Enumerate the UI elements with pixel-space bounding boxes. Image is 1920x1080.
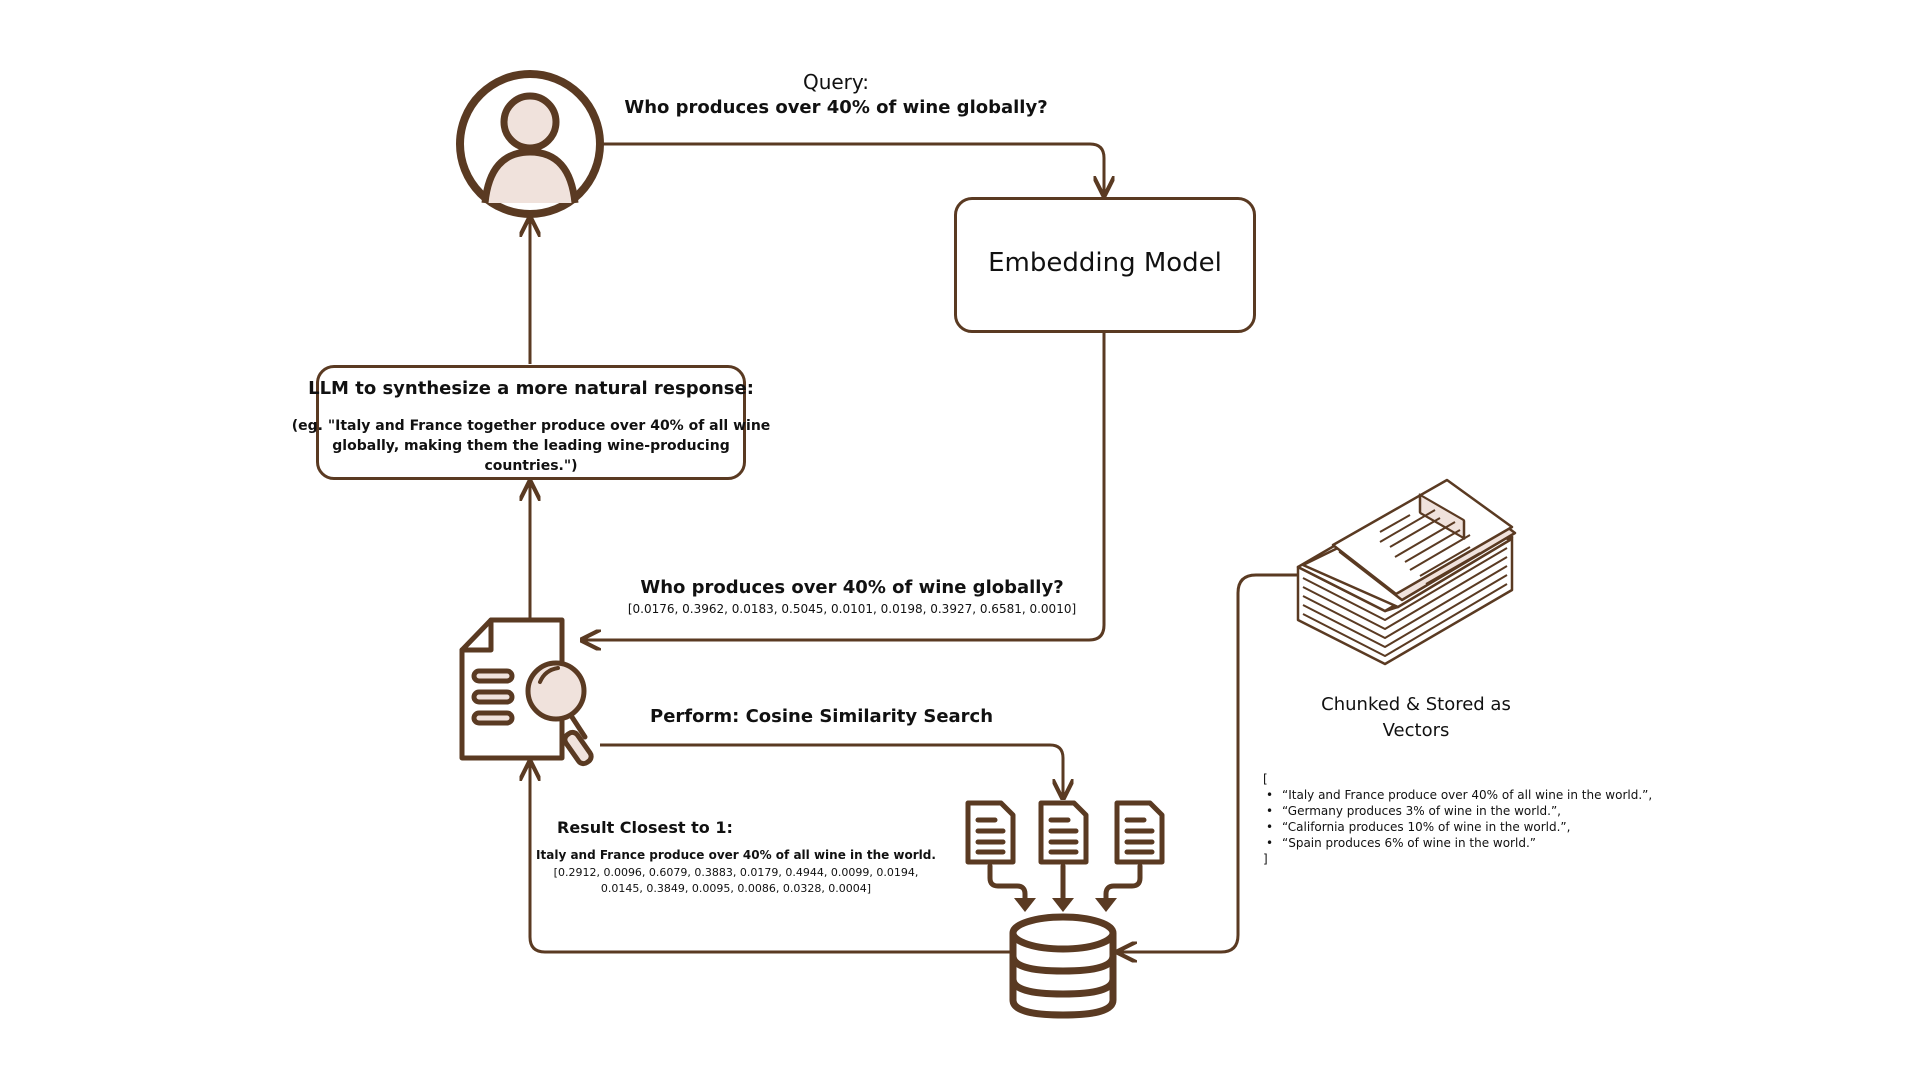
document-icon xyxy=(1038,800,1089,865)
chunks-open-bracket: [ xyxy=(1263,772,1268,786)
llm-example-line3: countries.") xyxy=(484,458,578,474)
doc1-to-database-arrow xyxy=(987,863,1028,903)
chunk-bullet: • xyxy=(1266,836,1274,850)
result-title: Result Closest to 1: xyxy=(557,818,733,837)
result-vector-line2: 0.0145, 0.3849, 0.0095, 0.0086, 0.0328, … xyxy=(600,882,872,895)
llm-example-line1: (eg. "Italy and France together produce … xyxy=(291,418,771,434)
llm-title: LLM to synthesize a more natural respons… xyxy=(308,378,754,399)
chunk-item: • “California produces 10% of wine in the… xyxy=(1266,820,1570,834)
user-to-embedding-connector xyxy=(597,142,1104,195)
document-icon xyxy=(1114,800,1165,865)
user-icon xyxy=(456,70,604,218)
stack-to-database-connector xyxy=(1118,573,1303,952)
chunk-text: “Italy and France produce over 40% of al… xyxy=(1282,788,1653,802)
chunk-bullet: • xyxy=(1266,820,1274,834)
storage-label-line2: Vectors xyxy=(1382,720,1450,741)
search-to-documents-connector xyxy=(600,743,1063,798)
document-icon xyxy=(965,800,1016,865)
result-vector-line1: [0.2912, 0.0096, 0.6079, 0.3883, 0.0179,… xyxy=(553,866,919,879)
paper-stack-icon xyxy=(1296,478,1517,666)
database-icon xyxy=(1009,913,1117,1019)
chunks-close-bracket: ] xyxy=(1263,852,1268,866)
chunk-bullet: • xyxy=(1266,788,1274,802)
embedding-model-label: Embedding Model xyxy=(988,248,1222,278)
query-vector-question: Who produces over 40% of wine globally? xyxy=(640,577,1064,598)
query-question: Who produces over 40% of wine globally? xyxy=(624,97,1048,118)
result-sentence: Italy and France produce over 40% of all… xyxy=(536,848,936,862)
embedding-model-box: Embedding Model xyxy=(954,197,1256,333)
llm-example-line2: globally, making them the leading wine-p… xyxy=(332,438,730,454)
chunk-text: “California produces 10% of wine in the … xyxy=(1282,820,1571,834)
chunk-bullet: • xyxy=(1266,804,1274,818)
query-vector-values: [0.0176, 0.3962, 0.0183, 0.5045, 0.0101,… xyxy=(627,602,1077,616)
arrow-heads xyxy=(1014,898,1117,912)
chunk-text: “Spain produces 6% of wine in the world.… xyxy=(1282,836,1536,850)
document-icons xyxy=(965,800,1165,865)
chunk-item: • “Spain produces 6% of wine in the world… xyxy=(1266,836,1536,850)
embedding-to-search-connector xyxy=(582,333,1106,640)
cosine-search-label: Perform: Cosine Similarity Search xyxy=(650,706,994,727)
chunk-text: “Germany produces 3% of wine in the worl… xyxy=(1282,804,1561,818)
doc3-to-database-arrow xyxy=(1103,863,1143,903)
chunk-item: • “Germany produces 3% of wine in the wor… xyxy=(1266,804,1561,818)
llm-box: LLM to synthesize a more natural respons… xyxy=(292,365,770,480)
document-search-icon xyxy=(459,617,594,767)
query-label: Query: xyxy=(802,70,870,94)
storage-label-line1: Chunked & Stored as xyxy=(1321,694,1511,715)
chunk-item: • “Italy and France produce over 40% of a… xyxy=(1266,788,1652,802)
database-to-search-connector xyxy=(530,762,1012,954)
